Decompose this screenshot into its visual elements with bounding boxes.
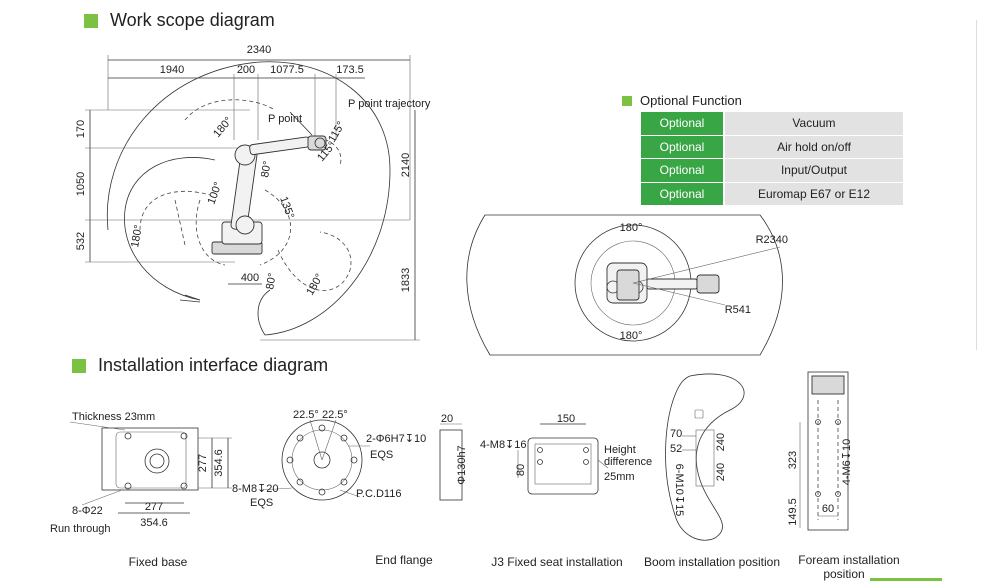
option-value: Vacuum <box>725 112 903 135</box>
angle-100: 100° <box>206 181 225 206</box>
base-through-label: Run through <box>50 523 111 535</box>
caption-forearm-1: Foream installation <box>798 553 900 567</box>
radius-2340: R2340 <box>756 234 788 246</box>
angle-135: 135° <box>277 195 296 220</box>
flange-pin-label: 2-Φ6H7↧10 <box>366 433 426 445</box>
flange-angle-b: 22.5° <box>322 409 348 421</box>
table-row: Optional Euromap E67 or E12 <box>641 182 903 205</box>
flange-eqs-a: EQS <box>370 449 393 461</box>
top-view-diagram: 180° R2340 R541 180° <box>466 214 788 356</box>
dim-1833: 1833 <box>400 268 412 292</box>
work-scope-title-text: Work scope diagram <box>110 10 275 30</box>
radius-541: R541 <box>725 304 751 316</box>
green-square-icon <box>84 13 98 28</box>
optional-function-table: Optional Vacuum Optional Air hold on/off… <box>641 112 903 206</box>
flange-eqs-b: EQS <box>250 497 273 509</box>
option-tag: Optional <box>641 112 723 135</box>
forearm-dim-323: 323 <box>787 451 799 469</box>
dim-200: 200 <box>237 64 255 76</box>
j3-dim-80: 80 <box>515 464 527 476</box>
caption-end-flange: End flange <box>375 553 433 567</box>
boom-dim-52: 52 <box>670 443 682 455</box>
angle-180-c: 180° <box>304 272 326 298</box>
caption-forearm-2: position <box>823 567 865 581</box>
forearm-dim-60: 60 <box>822 503 834 515</box>
flange-angle-a: 22.5° <box>293 409 319 421</box>
green-square-icon <box>622 95 632 106</box>
boom-dim-240-b: 240 <box>715 463 727 481</box>
dim-2140: 2140 <box>400 153 412 177</box>
j3-mm-label: 25mm <box>604 471 635 483</box>
work-scope-title: Work scope diagram <box>84 10 275 31</box>
thickness-label: Thickness 23mm <box>72 411 155 423</box>
divider <box>976 20 977 350</box>
caption-boom: Boom installation position <box>643 555 781 569</box>
angle-80-a: 80° <box>259 160 274 178</box>
option-tag: Optional <box>641 159 723 182</box>
bottom-angle-180: 180° <box>620 330 643 342</box>
shaft-dim-20: 20 <box>441 413 453 425</box>
installation-diagrams: Thickness 23mm 277 354.6 277 354.6 8-Φ22… <box>50 371 853 541</box>
green-square-icon <box>72 358 86 373</box>
forearm-screw-label: 4-M6↧10 <box>841 439 853 486</box>
flange-screw-label: 8-M8↧20 <box>232 483 279 495</box>
dim-1050: 1050 <box>75 172 87 196</box>
option-value: Euromap E67 or E12 <box>725 182 903 205</box>
p-trajectory-label: P point trajectory <box>348 98 431 110</box>
dim-400: 400 <box>241 272 259 284</box>
caption-j3: J3 Fixed seat installation <box>491 555 623 569</box>
base-hole-label: 8-Φ22 <box>72 505 103 517</box>
installation-title: Installation interface diagram <box>72 355 328 376</box>
base-dim-354-v: 354.6 <box>213 449 225 477</box>
top-angle-180: 180° <box>620 222 643 234</box>
angle-180-a: 180° <box>211 115 235 140</box>
dim-532: 532 <box>75 232 87 250</box>
caption-fixed-base: Fixed base <box>128 555 188 569</box>
optional-function-title: Optional Function <box>622 93 742 108</box>
angle-180-b: 180° <box>129 224 145 249</box>
dim-1077: 1077.5 <box>270 64 304 76</box>
p-point-label: P point <box>268 113 302 125</box>
j3-height-label: Height <box>604 444 636 456</box>
j3-difference-label: difference <box>604 456 652 468</box>
flange-pcd-label: P.C.D116 <box>356 488 401 500</box>
j3-dim-150: 150 <box>557 413 575 425</box>
table-row: Optional Vacuum <box>641 112 903 135</box>
dim-170: 170 <box>75 120 87 138</box>
base-dim-277-h: 277 <box>145 501 163 513</box>
angle-80-b: 80° <box>264 272 279 290</box>
boom-screw-label: 6-M10↧15 <box>673 464 685 517</box>
forearm-dim-149: 149.5 <box>787 498 799 526</box>
table-row: Optional Air hold on/off <box>641 135 903 158</box>
option-value: Input/Output <box>725 159 903 182</box>
dim-173: 173.5 <box>336 64 364 76</box>
optional-function-title-text: Optional Function <box>640 93 742 108</box>
option-value: Air hold on/off <box>725 135 903 158</box>
boom-dim-240-a: 240 <box>715 433 727 451</box>
base-dim-354-h: 354.6 <box>140 517 168 529</box>
dim-1940: 1940 <box>160 64 184 76</box>
boom-dim-70: 70 <box>670 428 682 440</box>
base-dim-277-v: 277 <box>197 454 209 472</box>
option-tag: Optional <box>641 135 723 158</box>
table-row: Optional Input/Output <box>641 159 903 182</box>
j3-screw-label: 4-M8↧16 <box>480 439 527 451</box>
shaft-dim-130: Φ130h7 <box>456 445 468 484</box>
accent-bar <box>870 578 942 581</box>
option-tag: Optional <box>641 182 723 205</box>
installation-title-text: Installation interface diagram <box>98 355 329 375</box>
dim-2340: 2340 <box>247 44 271 56</box>
